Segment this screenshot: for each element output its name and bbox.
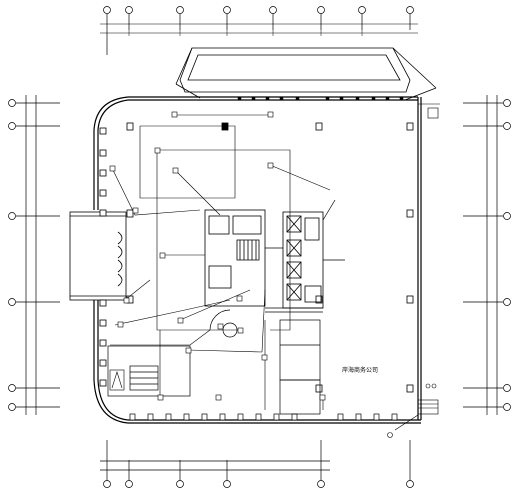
building-core bbox=[204, 209, 324, 313]
left-annex bbox=[69, 211, 127, 301]
right-bottom-symbols bbox=[387, 103, 440, 438]
room-label-right: 岸海商务公司 bbox=[342, 366, 378, 374]
left-axis-markers bbox=[8, 95, 60, 415]
device-boxes bbox=[109, 111, 326, 401]
interior-partitions bbox=[107, 199, 345, 415]
building-outline bbox=[93, 96, 422, 424]
right-axis-markers bbox=[463, 95, 511, 415]
top-bay-outline bbox=[175, 47, 437, 101]
staircase-lower-left bbox=[109, 369, 125, 391]
bottom-wall-columns bbox=[129, 413, 398, 421]
column-squares bbox=[99, 122, 414, 393]
top-dimension-lines bbox=[100, 23, 418, 36]
top-wall-fixtures bbox=[237, 96, 404, 101]
bottom-axis-markers bbox=[100, 440, 414, 488]
wiring-runs bbox=[110, 114, 331, 410]
top-axis-markers bbox=[103, 6, 414, 55]
